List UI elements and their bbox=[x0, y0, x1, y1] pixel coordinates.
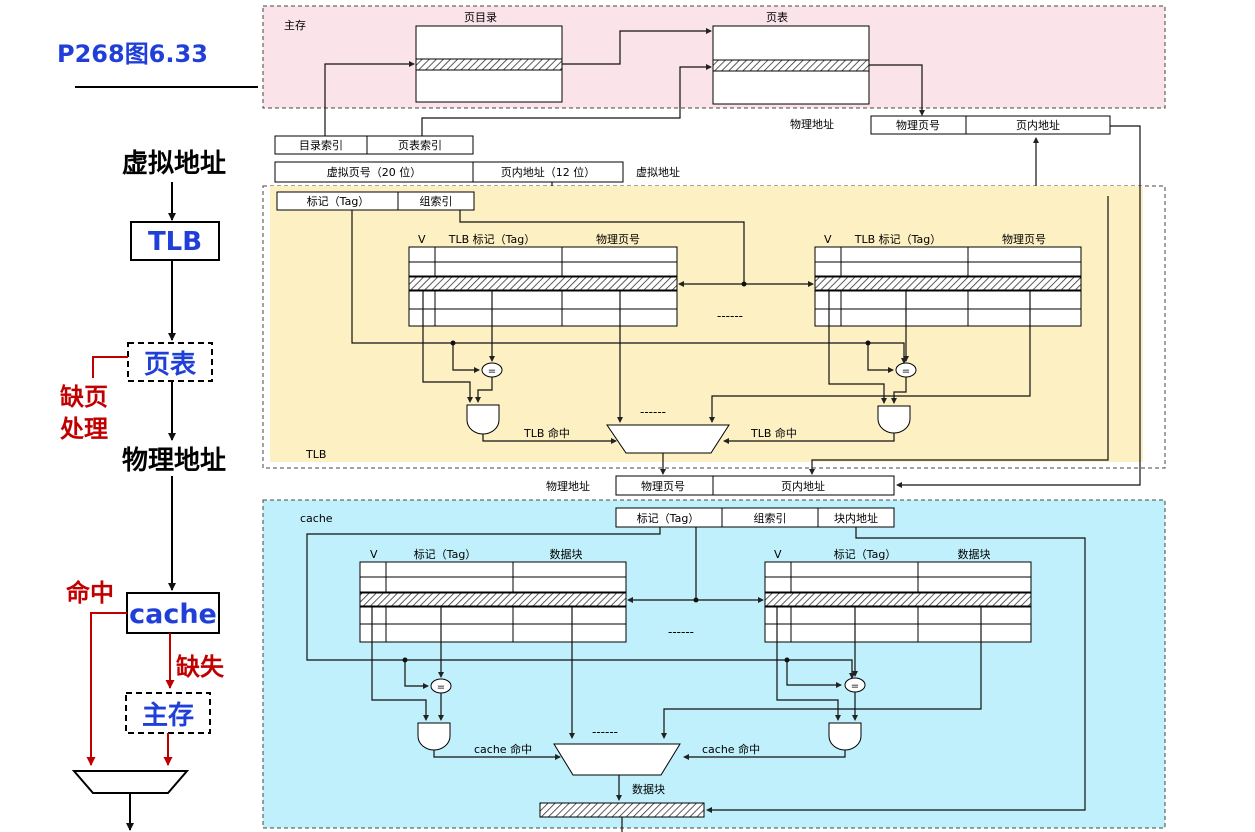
flow-physical-address: 物理地址 bbox=[122, 446, 226, 476]
flow-miss: 缺失 bbox=[176, 653, 225, 681]
svg-text:=: = bbox=[488, 366, 496, 377]
tlb-right-and-gate bbox=[877, 405, 911, 434]
virtual-address-label: 虚拟地址 bbox=[636, 165, 680, 179]
cache-hit-right-label: cache 命中 bbox=[702, 742, 760, 756]
tlb-left-col-ppn: 物理页号 bbox=[596, 232, 640, 246]
page-table-index-field: 页表索引 bbox=[398, 138, 442, 152]
flow-virtual-address: 虚拟地址 bbox=[122, 149, 226, 179]
tlb-tag-field: 标记（Tag） bbox=[307, 194, 370, 208]
tlb-left-and-gate bbox=[466, 404, 500, 435]
flow-cache-box bbox=[126, 592, 220, 634]
cache-tag-field: 标记（Tag） bbox=[637, 511, 700, 525]
page-table-label: 页表 bbox=[766, 10, 788, 24]
svg-text:------: ------ bbox=[592, 725, 618, 739]
cache-section: cache 标记（Tag） 组索引 块内地址 V 标记（Tag） 数据块 V 标… bbox=[262, 499, 1166, 832]
flow-main-memory-label: 主存 bbox=[142, 701, 194, 731]
tlb-right-col-tag: TLB 标记（Tag） bbox=[854, 232, 942, 246]
memory-label: 主存 bbox=[284, 18, 306, 32]
cache-hit-left-label: cache 命中 bbox=[474, 742, 532, 756]
cache-right-and-gate bbox=[828, 722, 862, 751]
physical-page-field-top: 物理页号 bbox=[896, 118, 940, 132]
physical-address-label-mid: 物理地址 bbox=[546, 479, 590, 493]
tlb-left-col-v: V bbox=[418, 233, 426, 246]
flow-tlb-box bbox=[130, 221, 220, 261]
tlb-section: TLB 标记（Tag） 组索引 V TLB 标记（Tag） 物理页号 V TLB… bbox=[262, 185, 1166, 475]
page-title: P268图6.33 bbox=[57, 40, 208, 68]
hit-red-path bbox=[86, 612, 127, 766]
svg-text:=: = bbox=[902, 366, 910, 377]
tlb-mux bbox=[606, 424, 730, 454]
flow-tlb-label: TLB bbox=[148, 227, 202, 257]
svg-text:------: ------ bbox=[640, 405, 666, 419]
cache-mux bbox=[553, 743, 681, 776]
directory-index-field: 目录索引 bbox=[299, 138, 343, 152]
data-block-label: 数据块 bbox=[632, 782, 665, 796]
cache-left-col-data: 数据块 bbox=[550, 547, 583, 561]
virtual-address-fields: 虚拟页号（20 位） 页内地址（12 位） 虚拟地址 bbox=[274, 161, 680, 183]
flow-cache-label: cache bbox=[129, 599, 217, 630]
page-offset-field: 页内地址（12 位） bbox=[501, 165, 596, 179]
main-memory-section: 主存 页目录 页表 bbox=[262, 5, 1166, 116]
output-mux bbox=[71, 770, 190, 794]
flow-page-table-label: 页表 bbox=[144, 350, 197, 380]
output-data-block bbox=[539, 802, 705, 818]
svg-text:=: = bbox=[437, 682, 445, 693]
virtual-page-number-field: 虚拟页号（20 位） bbox=[327, 165, 422, 179]
physical-address-top: 物理地址 物理页号 页内地址 bbox=[551, 115, 1111, 197]
tlb-right-col-v: V bbox=[824, 233, 832, 246]
cache-right-col-tag: 标记（Tag） bbox=[834, 547, 897, 561]
svg-text:=: = bbox=[851, 681, 859, 692]
tlb-section-label: TLB bbox=[305, 448, 326, 461]
tlb-ways-dots: ------ bbox=[717, 309, 743, 323]
cache-block-offset-field: 块内地址 bbox=[834, 511, 878, 525]
cache-section-label: cache bbox=[300, 512, 333, 525]
cache-set-index-field: 组索引 bbox=[754, 511, 787, 525]
tlb-set-index-field: 组索引 bbox=[420, 194, 453, 208]
physical-address-mid: 物理地址 物理页号 页内地址 bbox=[546, 125, 1141, 496]
page-offset-field-top: 页内地址 bbox=[1016, 118, 1060, 132]
cache-ways-dots: ------ bbox=[668, 625, 694, 639]
cache-left-col-tag: 标记（Tag） bbox=[414, 547, 477, 561]
physical-page-field-mid: 物理页号 bbox=[641, 479, 685, 493]
index-fields: 目录索引 页表索引 bbox=[274, 61, 712, 155]
cache-right-col-data: 数据块 bbox=[958, 547, 991, 561]
flow-page-fault-2: 处理 bbox=[59, 415, 108, 443]
physical-address-label-top: 物理地址 bbox=[790, 117, 834, 131]
flow-page-table-box bbox=[127, 342, 213, 382]
tlb-hit-left-label: TLB 命中 bbox=[523, 426, 570, 440]
flow-hit: 命中 bbox=[66, 579, 114, 607]
tlb-right-col-ppn: 物理页号 bbox=[1002, 232, 1046, 246]
page-offset-field-mid: 页内地址 bbox=[781, 479, 825, 493]
flow-page-fault-1: 缺页 bbox=[60, 383, 108, 411]
cache-left-col-v: V bbox=[370, 548, 378, 561]
cache-right-col-v: V bbox=[774, 548, 782, 561]
tlb-hit-right-label: TLB 命中 bbox=[750, 426, 797, 440]
tlb-left-col-tag: TLB 标记（Tag） bbox=[448, 232, 536, 246]
page-directory-label: 页目录 bbox=[464, 11, 497, 24]
left-flow: P268图6.33 虚拟地址 TLB 页表 缺页 处理 物理地址 命中 cach… bbox=[57, 40, 258, 831]
cache-left-and-gate bbox=[417, 722, 451, 751]
page-fault-bracket bbox=[92, 356, 128, 378]
